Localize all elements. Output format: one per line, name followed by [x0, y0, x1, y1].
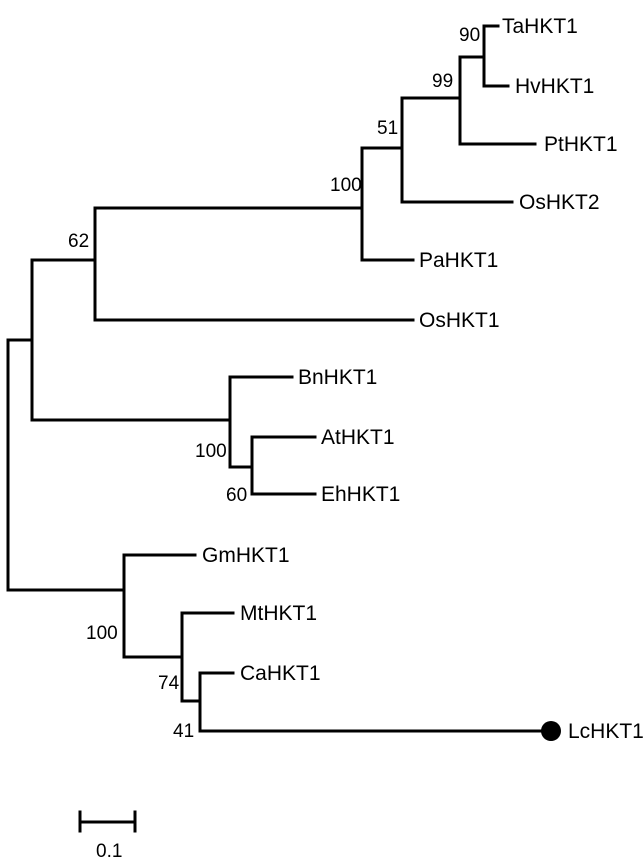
branch-root [6, 338, 126, 592]
branch-monocot-clade [93, 206, 415, 322]
branch-brassica-clade [228, 375, 294, 469]
bootstrap-value-62: 62 [68, 231, 89, 252]
taxon-label-mthkt1: MtHKT1 [240, 602, 317, 625]
highlight-marker-dot [541, 721, 561, 741]
bootstrap-value-41: 41 [173, 721, 194, 742]
branch-node-90 [482, 24, 510, 88]
bootstrap-value-99: 99 [432, 71, 453, 92]
branch-legume-clade [122, 553, 197, 659]
branch-node-60 [250, 435, 317, 496]
bootstrap-value-100-pa: 100 [330, 175, 362, 196]
bootstrap-value-100-brassica: 100 [195, 441, 227, 462]
taxon-label-cahkt1: CaHKT1 [240, 662, 321, 685]
taxon-label-athkt1: AtHKT1 [321, 426, 395, 449]
bootstrap-value-90: 90 [459, 25, 480, 46]
branch-pa-node [360, 146, 415, 262]
taxon-label-ehhkt1: EhHKT1 [321, 483, 400, 506]
branch-upper-clade [30, 258, 232, 422]
taxon-label-tahkt1: TaHKT1 [502, 15, 578, 38]
bootstrap-value-74: 74 [158, 673, 180, 694]
branch-node-99 [458, 55, 537, 146]
scale-bar [78, 810, 137, 833]
branch-node-41 [198, 671, 542, 733]
taxon-label-oshkt1: OsHKT1 [419, 309, 500, 332]
taxon-label-pthkt1: PtHKT1 [544, 133, 618, 156]
taxon-label-bnhkt1: BnHKT1 [298, 366, 377, 389]
taxon-label-pahkt1: PaHKT1 [419, 249, 498, 272]
taxon-label-lchkt1: LcHKT1 [568, 720, 644, 743]
taxon-label-gmhkt1: GmHKT1 [202, 544, 290, 567]
taxon-label-oshkt2: OsHKT2 [519, 191, 600, 214]
bootstrap-value-100-legume: 100 [86, 623, 118, 644]
taxon-label-hvhkt1: HvHKT1 [515, 75, 594, 98]
branch-node-51 [400, 96, 514, 204]
branch-node-74 [180, 611, 235, 703]
scale-bar-label: 0.1 [96, 841, 122, 862]
bootstrap-value-60: 60 [226, 485, 247, 506]
bootstrap-value-51: 51 [377, 118, 398, 139]
